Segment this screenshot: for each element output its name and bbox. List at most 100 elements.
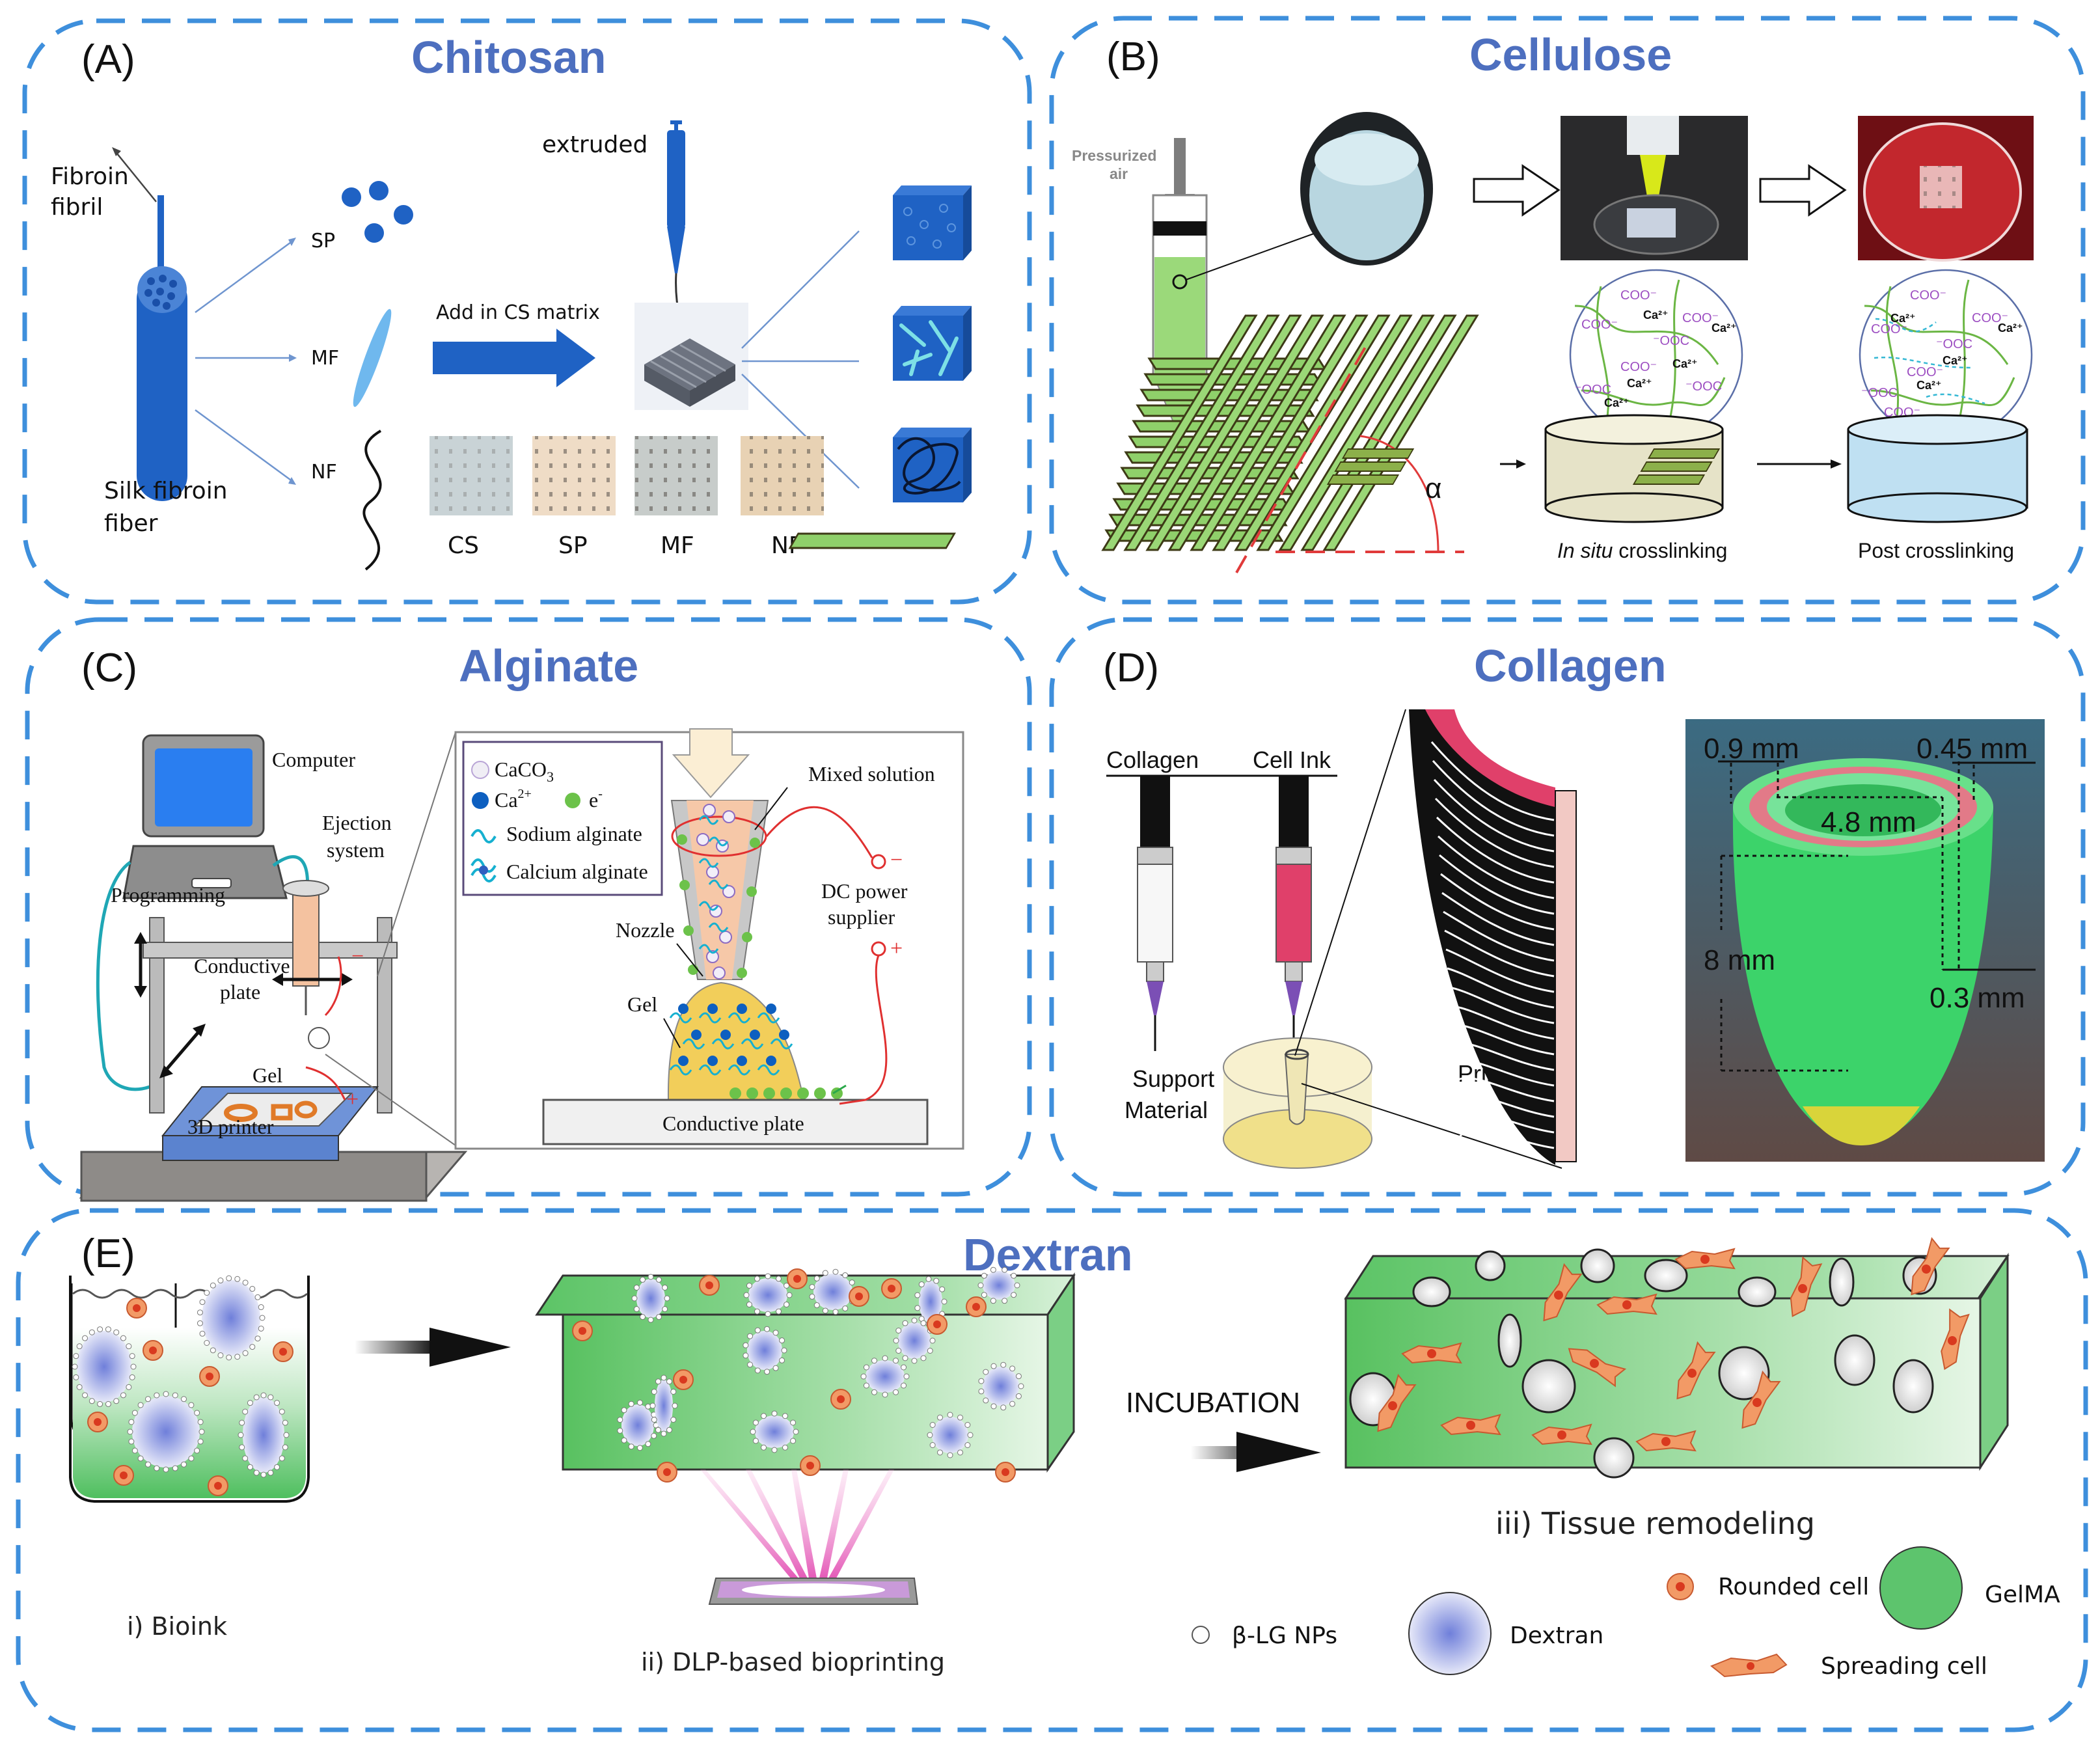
nanoparticle xyxy=(267,1470,274,1476)
nanoparticle xyxy=(925,1276,932,1282)
nanoparticle xyxy=(188,1402,195,1408)
nanoparticle xyxy=(990,1403,997,1410)
nanoparticle xyxy=(784,1302,790,1307)
pore xyxy=(1497,1313,1522,1368)
printed-layer-line xyxy=(1443,910,1555,962)
dim-0-9mm: 0.9 mm xyxy=(1704,733,1799,765)
collagen-syringe-label: Collagen xyxy=(1106,746,1199,773)
nanoparticle xyxy=(664,1295,670,1302)
cell-nucleus xyxy=(120,1471,128,1479)
nanoparticle xyxy=(234,1276,241,1282)
gel-pointer xyxy=(663,1018,681,1048)
nanoparticle xyxy=(253,1470,260,1476)
legend-calcium-alginate: Calcium alginate xyxy=(506,860,648,883)
nanoparticle xyxy=(941,1298,948,1305)
cube-sp-icon xyxy=(893,185,972,260)
nanoparticle xyxy=(901,1382,907,1389)
calcium-alginate-chain xyxy=(757,1064,780,1076)
nanoparticle xyxy=(914,1305,921,1311)
panel-b-cellulose: (B) Cellulose Pressurized air xyxy=(788,16,2086,605)
arrow-to-in-situ-head xyxy=(1516,459,1526,469)
nanoparticle xyxy=(822,1270,828,1276)
nanoparticle xyxy=(754,1308,760,1315)
nanoparticle xyxy=(902,1320,908,1326)
nanoparticle xyxy=(197,1419,204,1425)
legend-caco3: CaCO3 xyxy=(495,758,554,785)
nanoparticle xyxy=(786,1292,793,1298)
lattice-bar-bottom xyxy=(1120,467,1300,480)
dextran-droplet xyxy=(983,1271,1015,1300)
print-zoom-line-top xyxy=(1294,709,1406,1056)
chem-label: COO⁻ xyxy=(1907,365,1943,379)
wire-plus xyxy=(305,1066,346,1101)
nanoparticle xyxy=(661,1374,667,1381)
nanoparticle xyxy=(258,1304,264,1311)
nanoparticle xyxy=(621,1437,627,1443)
dextran-droplet xyxy=(132,1396,200,1468)
printed-layer-line xyxy=(1456,1111,1555,1134)
printed-layer-line xyxy=(1433,778,1555,853)
calcium-alginate-icon xyxy=(470,858,497,882)
arrow-to-nf xyxy=(195,409,293,483)
nanoparticle xyxy=(666,1427,672,1433)
ca-ion-particle xyxy=(750,1030,760,1040)
nanoparticle xyxy=(628,1443,634,1450)
extruded-label: extruded xyxy=(542,131,648,158)
spreading-cell xyxy=(1531,1423,1592,1445)
gel-beaker-photo xyxy=(1300,112,1433,266)
cell-nucleus xyxy=(806,1462,814,1470)
legend-gelma-label: GelMA xyxy=(1985,1581,2060,1608)
support-bath-icon xyxy=(1223,1037,1372,1169)
cell-nucleus xyxy=(663,1468,671,1476)
nanoparticle xyxy=(793,1429,799,1435)
nanoparticle xyxy=(981,1292,987,1298)
dextran-droplet xyxy=(636,1279,665,1318)
nanoparticle xyxy=(747,1333,754,1339)
electron-particle xyxy=(737,968,747,978)
electron-particle xyxy=(797,1087,809,1099)
nanoparticle xyxy=(655,1427,661,1433)
nanoparticle xyxy=(911,1358,918,1364)
nanoparticle xyxy=(254,1335,261,1342)
nanoparticle xyxy=(163,1391,169,1397)
computer-icon xyxy=(122,734,288,899)
ca-ion-particle xyxy=(737,1056,747,1066)
nanoparticle xyxy=(242,1408,249,1415)
nanoparticle xyxy=(903,1373,910,1380)
nanoparticle xyxy=(128,1419,135,1425)
spreading-cell xyxy=(1596,1293,1657,1315)
nanoparticle xyxy=(197,1309,203,1316)
nanoparticle xyxy=(779,1337,785,1344)
electron-particle xyxy=(814,1087,826,1099)
nanoparticle xyxy=(73,1374,79,1380)
nanoparticle xyxy=(672,1402,678,1409)
dc-power-label-1: DC power xyxy=(821,879,908,903)
nanoparticle xyxy=(655,1378,661,1385)
nanoparticle xyxy=(784,1283,790,1289)
nanoparticle xyxy=(990,1298,996,1304)
add-to-matrix-arrow xyxy=(433,329,595,387)
nanoparticle xyxy=(842,1306,849,1312)
nanoparticle xyxy=(747,1361,754,1368)
nanoparticle xyxy=(929,1422,936,1428)
angle-reference-line xyxy=(1235,344,1368,573)
lattice-bar-top xyxy=(1256,314,1413,551)
electron-particle xyxy=(750,838,760,848)
arrow-to-post-head xyxy=(1831,459,1842,469)
nanoparticle xyxy=(120,1335,126,1341)
panel-d-border xyxy=(1049,617,2086,1197)
cube-nf-icon xyxy=(893,428,972,502)
pore xyxy=(1834,1334,1875,1386)
lattice-bar-top xyxy=(1101,314,1258,551)
caco3-particle xyxy=(706,866,719,879)
spreading-cell xyxy=(1635,1430,1697,1452)
printed-layer-line xyxy=(1458,1128,1555,1149)
nanoparticle xyxy=(279,1408,285,1415)
nanoparticle xyxy=(89,1398,95,1404)
spreading-cell xyxy=(1741,1370,1781,1429)
dextran-droplet xyxy=(919,1281,942,1322)
ca-ion-particle xyxy=(678,1056,689,1066)
caco3-particle xyxy=(706,950,719,963)
nanoparticle xyxy=(163,1466,169,1473)
caco3-particle xyxy=(722,810,735,823)
